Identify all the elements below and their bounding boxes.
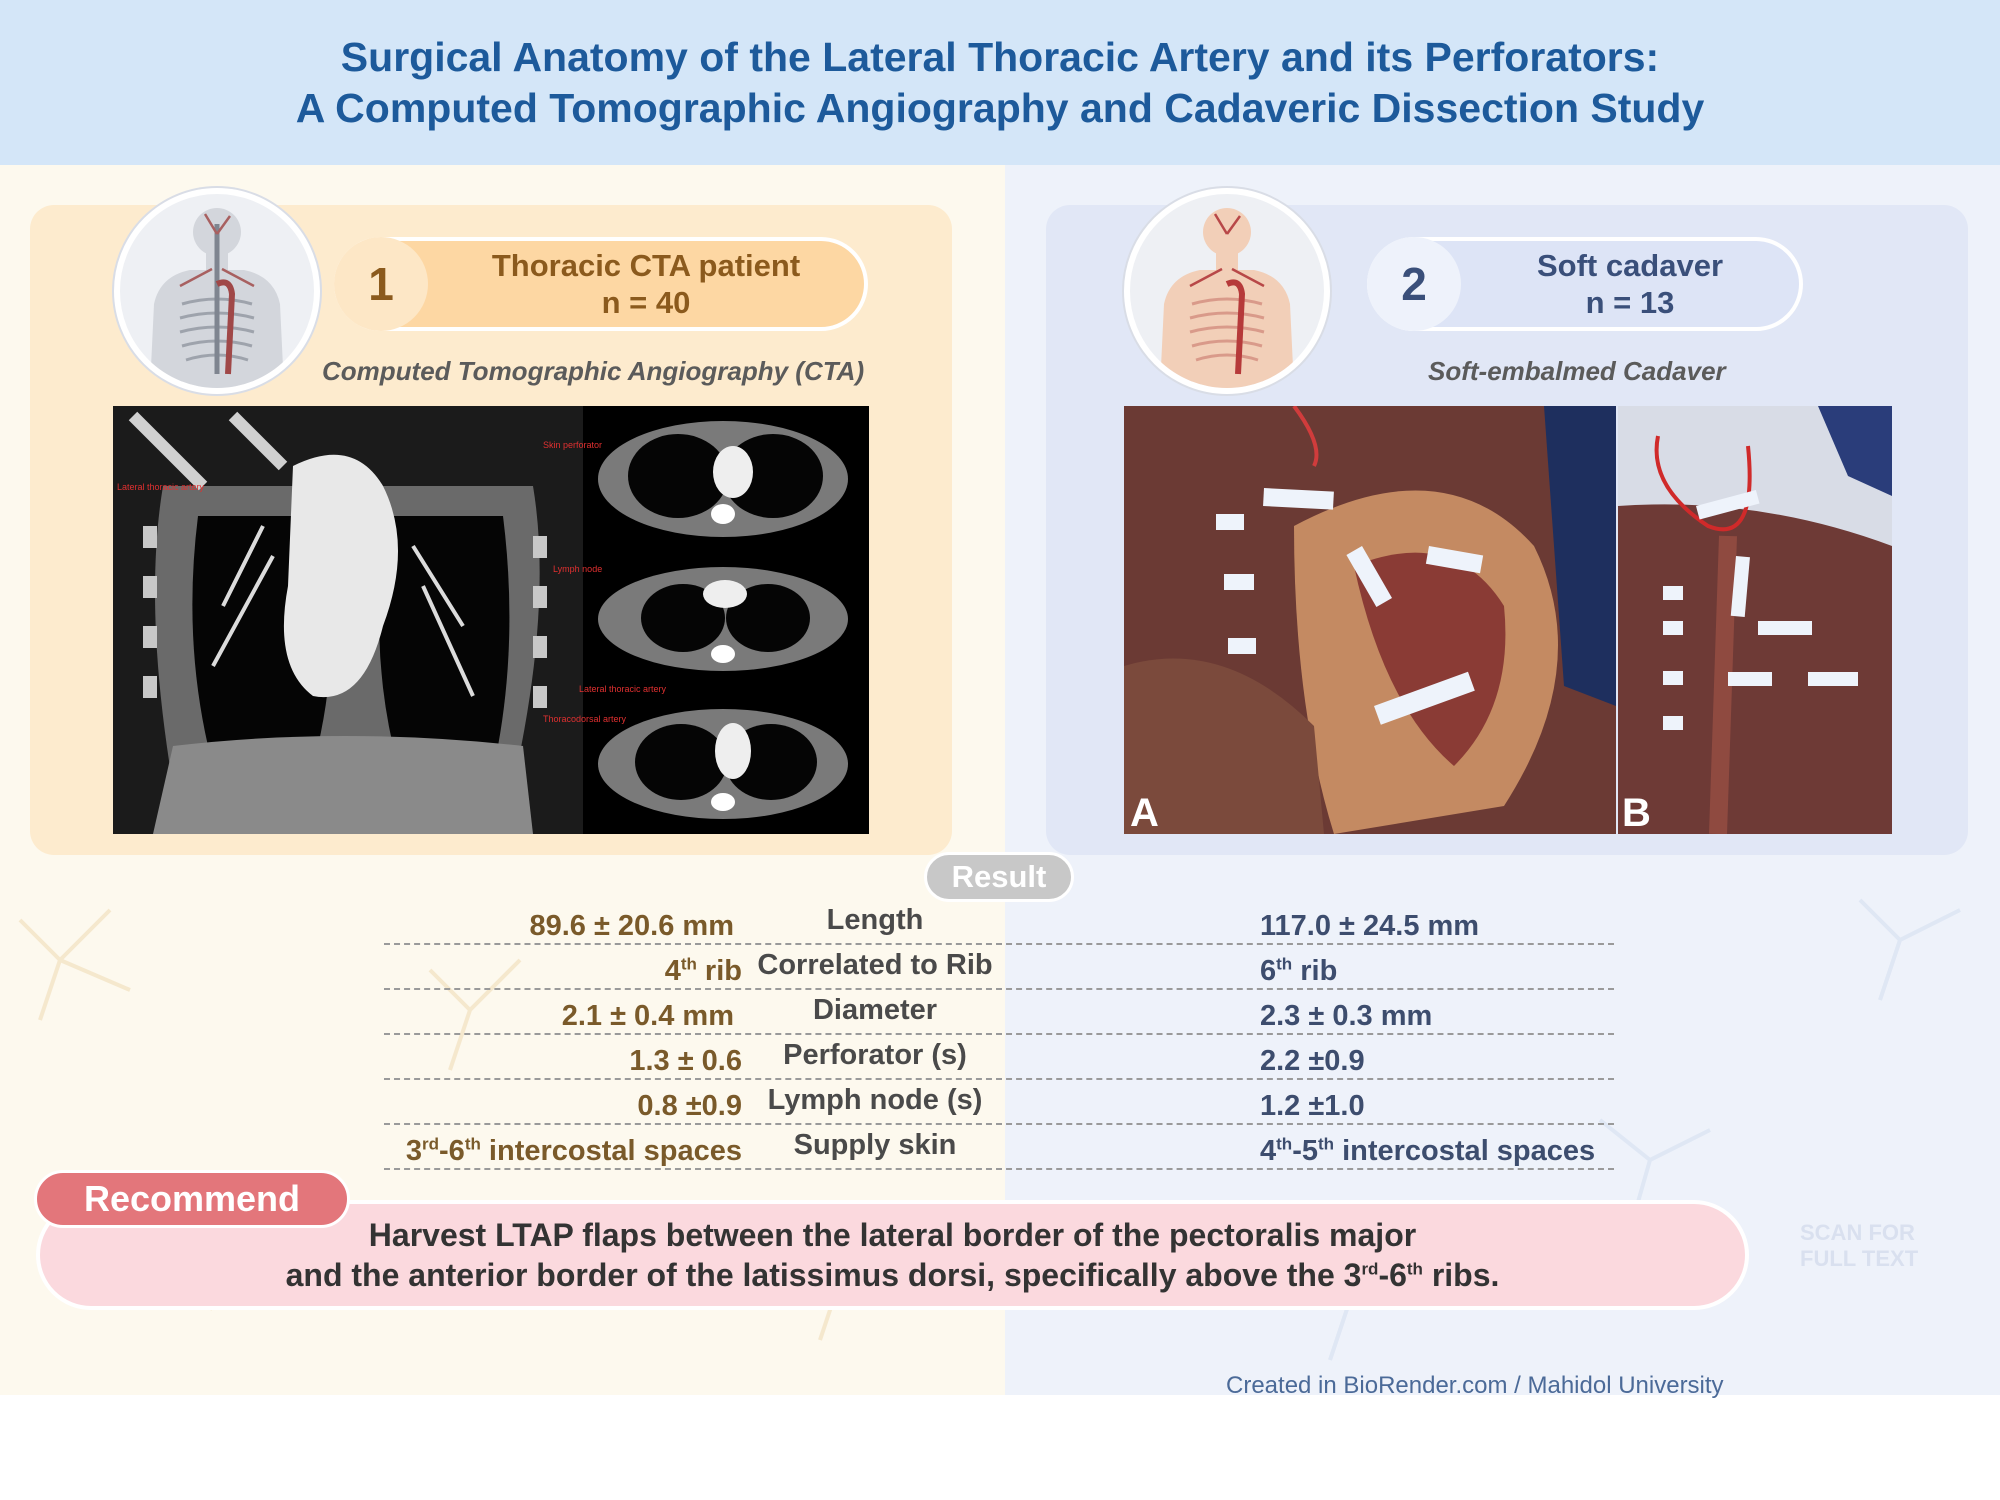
table-row: 1.3 ± 0.6 Perforator (s) 2.2 ±0.9 (384, 1035, 1614, 1080)
table-row: 3rd-6th intercostal spaces Supply skin 4… (384, 1125, 1614, 1170)
cta-patient-label: Thoracic CTA patient n = 40 (428, 247, 864, 321)
cta-value: 89.6 ± 20.6 mm (529, 910, 734, 942)
parameter-label: Supply skin (793, 1129, 957, 1161)
cta-label-lateral-thoracic: Lateral thoracic artery (117, 482, 205, 492)
parameter-label: Diameter (812, 994, 938, 1026)
cadaver-value: 6th rib (1260, 954, 1338, 987)
parameter-label: Lymph node (s) (767, 1084, 983, 1116)
table-row: 89.6 ± 20.6 mm Length 117.0 ± 24.5 mm (384, 900, 1614, 945)
cta-value: 0.8 ±0.9 (637, 1090, 742, 1122)
cadaver-thorax-icon (1124, 188, 1330, 394)
cta-value: 4th rib (664, 954, 742, 987)
soft-cadaver-title: Soft cadaver (1536, 248, 1724, 283)
cadaver-value: 2.2 ±0.9 (1260, 1045, 1365, 1077)
soft-cadaver-badge: 2 Soft cadaver n = 13 (1367, 237, 1803, 331)
photo-label-b: B (1622, 791, 1651, 834)
table-row: 4th rib Correlated to Rib 6th rib (384, 945, 1614, 990)
human-thorax-icon (114, 188, 320, 394)
parameter-label: Correlated to Rib (757, 949, 993, 981)
table-row: 2.1 ± 0.4 mm Diameter 2.3 ± 0.3 mm (384, 990, 1614, 1035)
cta-patient-title: Thoracic CTA patient (491, 248, 801, 283)
recommend-tag: Recommend (34, 1170, 350, 1228)
cta-patient-count: n = 40 (601, 285, 691, 320)
axial-ct-slice (598, 567, 848, 671)
title-line-1: Surgical Anatomy of the Lateral Thoracic… (340, 33, 1660, 80)
soft-cadaver-count: n = 13 (1585, 285, 1675, 320)
cta-patient-badge: 1 Thoracic CTA patient n = 40 (334, 237, 868, 331)
cadaver-value: 4th-5th intercostal spaces (1260, 1134, 1596, 1167)
table-row: 0.8 ±0.9 Lymph node (s) 1.2 ±1.0 (384, 1080, 1614, 1125)
cta-label-lymph-node: Lymph node (553, 564, 602, 574)
cta-images: Lateral thoracic artery Skin perforator … (113, 406, 869, 834)
parameter-label: Perforator (s) (783, 1039, 967, 1071)
cadaver-value: 117.0 ± 24.5 mm (1260, 910, 1480, 942)
result-tag: Result (924, 852, 1074, 902)
credit-footer: Created in BioRender.com / Mahidol Unive… (1226, 1372, 1724, 1399)
cta-value: 3rd-6th intercostal spaces (405, 1134, 742, 1167)
parameter-label: Length (826, 904, 924, 936)
photo-label-a: A (1130, 791, 1159, 834)
cta-value: 2.1 ± 0.4 mm (561, 1000, 734, 1032)
soft-cadaver-label: Soft cadaver n = 13 (1461, 247, 1799, 321)
recommendation-line-1: Harvest LTAP flaps between the lateral b… (368, 1217, 1417, 1253)
header: Surgical Anatomy of the Lateral Thoracic… (0, 0, 2000, 165)
scan-watermark: SCAN FOR FULL TEXT (1800, 1220, 1919, 1271)
axial-ct-slice (598, 421, 848, 537)
axial-ct-slice (598, 709, 848, 819)
group-2-number: 2 (1367, 237, 1461, 331)
cta-label-thoracodorsal: Thoracodorsal artery (543, 714, 627, 724)
cadaver-value: 2.3 ± 0.3 mm (1260, 1000, 1433, 1032)
cadaver-photo-a: A (1124, 406, 1616, 834)
group-1-number: 1 (334, 237, 428, 331)
cta-label-skin-perforator: Skin perforator (543, 440, 602, 450)
cta-label-lateral-thoracic-2: Lateral thoracic artery (579, 684, 667, 694)
recommendation-line-2: and the anterior border of the latissimu… (285, 1257, 1500, 1293)
title-line-2: A Computed Tomographic Angiography and C… (295, 84, 1705, 131)
cadaver-subtitle: Soft-embalmed Cadaver (1428, 356, 1726, 386)
coronal-ct-image (113, 406, 583, 834)
cadaver-photo-b: B (1618, 406, 1892, 834)
cta-value: 1.3 ± 0.6 (629, 1045, 742, 1077)
cta-subtitle: Computed Tomographic Angiography (CTA) (322, 356, 865, 386)
result-table: 89.6 ± 20.6 mm Length 117.0 ± 24.5 mm 4t… (384, 900, 1614, 1170)
cadaver-value: 1.2 ±1.0 (1260, 1090, 1365, 1122)
